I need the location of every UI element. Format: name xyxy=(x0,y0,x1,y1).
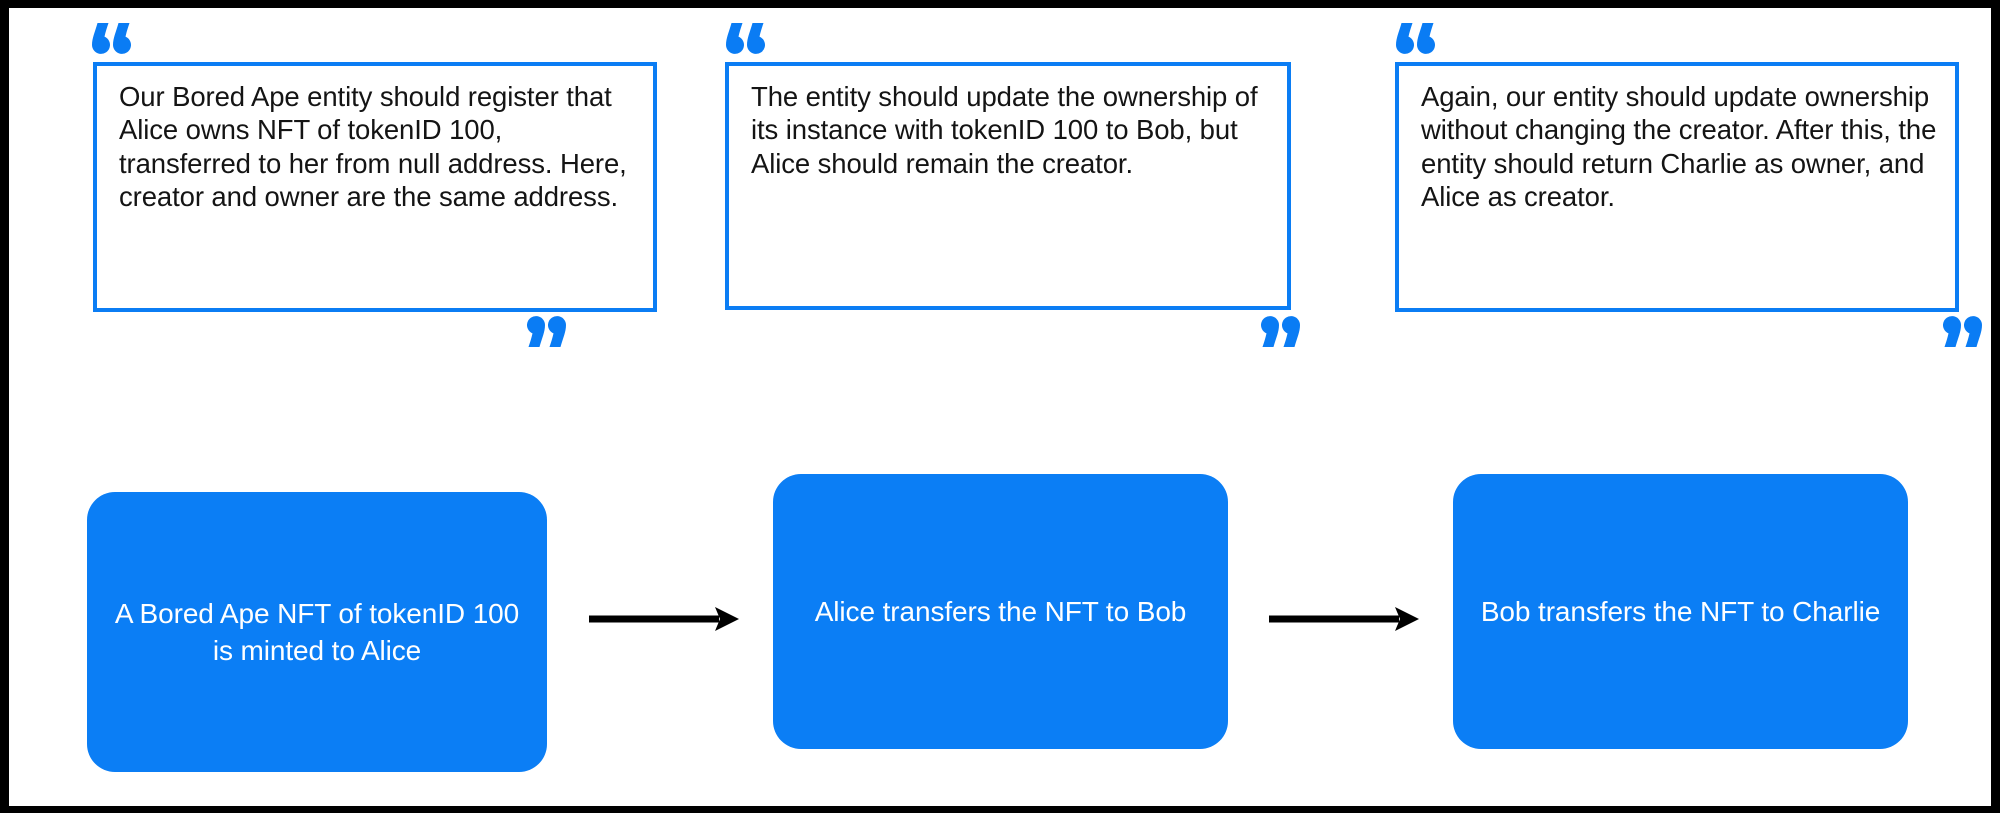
open-quote-icon xyxy=(723,22,767,62)
quote-callout-mint: Our Bored Ape entity should register tha… xyxy=(75,14,665,354)
close-quote-icon xyxy=(1259,308,1303,348)
quote-text-transfer-charlie: Again, our entity should update ownershi… xyxy=(1421,81,1937,213)
flow-node-to-charlie[interactable]: Bob transfers the NFT to Charlie xyxy=(1453,474,1908,749)
open-quote-icon xyxy=(1393,22,1437,62)
arrow-bob-to-charlie xyxy=(1267,604,1427,634)
flow-node-to-charlie-label: Bob transfers the NFT to Charlie xyxy=(1480,595,1881,627)
quote-callout-transfer-bob: The entity should update the ownership o… xyxy=(709,14,1300,354)
quote-callout-transfer-charlie: Again, our entity should update ownershi… xyxy=(1379,14,1982,354)
close-quote-icon xyxy=(1941,308,1985,348)
flow-node-to-bob-label: Alice transfers the NFT to Bob xyxy=(814,595,1187,627)
quote-text-mint: Our Bored Ape entity should register tha… xyxy=(119,81,627,213)
quote-box-transfer-bob: The entity should update the ownership o… xyxy=(725,62,1291,310)
flow-node-mint-label: A Bored Ape NFT of tokenID 100 is minted… xyxy=(114,597,520,666)
open-quote-icon xyxy=(89,22,133,62)
flow-node-to-bob[interactable]: Alice transfers the NFT to Bob xyxy=(773,474,1228,749)
quote-text-transfer-bob: The entity should update the ownership o… xyxy=(751,81,1258,179)
quote-box-mint: Our Bored Ape entity should register tha… xyxy=(93,62,657,312)
flow-node-mint[interactable]: A Bored Ape NFT of tokenID 100 is minted… xyxy=(87,492,547,772)
quote-box-transfer-charlie: Again, our entity should update ownershi… xyxy=(1395,62,1959,312)
arrow-mint-to-bob xyxy=(587,604,747,634)
close-quote-icon xyxy=(525,308,569,348)
diagram-stage: Our Bored Ape entity should register tha… xyxy=(9,8,1991,806)
